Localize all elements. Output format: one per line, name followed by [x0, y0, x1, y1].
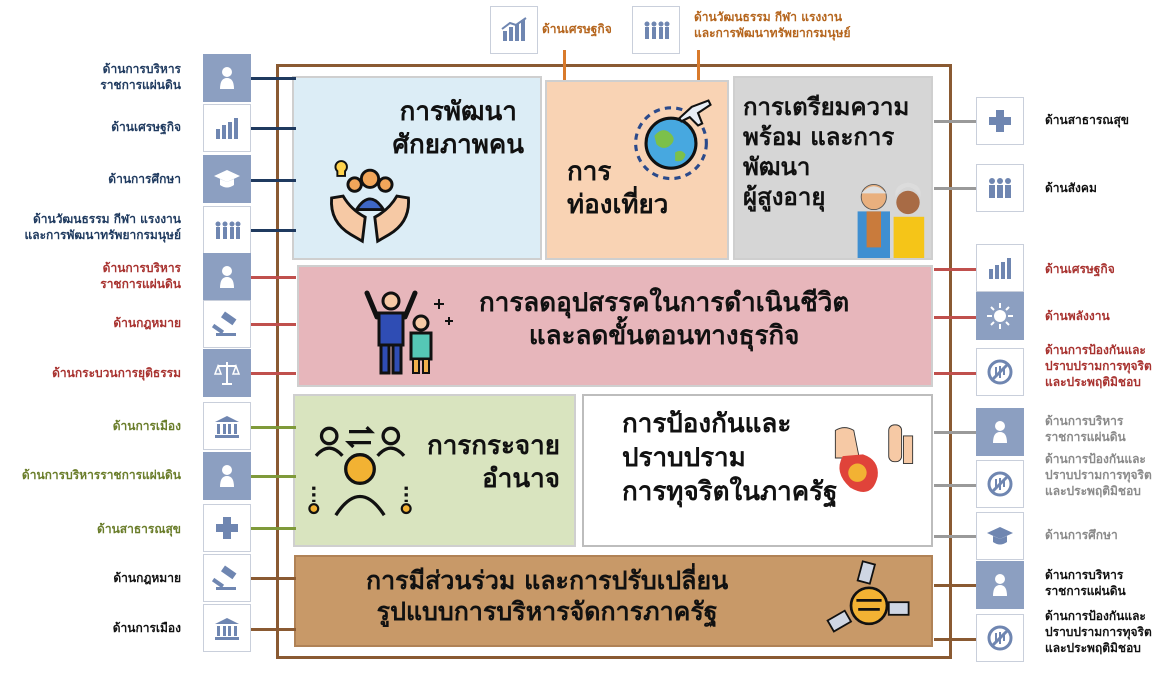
gavel-icon	[203, 554, 251, 602]
connector-right-10	[934, 638, 976, 641]
person-icon	[976, 561, 1024, 609]
left-label-4: ด้านวัฒนธรรม กีฬา แรงงาน และการพัฒนาทรัพ…	[24, 212, 181, 242]
connector-left-1	[251, 77, 296, 80]
society-people-icon	[976, 164, 1024, 212]
right-label-9: ด้านการบริหาร ราชการแผ่นดิน	[1045, 568, 1126, 598]
anti-corruption-icon	[976, 460, 1024, 508]
connector-top-culture	[697, 50, 700, 82]
right-label-6: ด้านการบริหาร ราชการแผ่นดิน	[1045, 414, 1126, 444]
panel-tourism-title: การ ท่องเที่ยว	[567, 157, 669, 220]
left-label-12: ด้านการเมือง	[112, 621, 181, 635]
panel-participation: การมีส่วนร่วม และการปรับเปลี่ยน รูปแบบกา…	[294, 555, 933, 647]
panel-decentralization-title: การกระจาย อำนาจ	[426, 431, 560, 494]
panel-elderly-title: การเตรียมความ พร้อม และการ พัฒนา ผู้สูงอ…	[743, 93, 910, 211]
graduation-cap-icon	[203, 155, 251, 203]
connector-left-12	[251, 628, 296, 631]
anti-corruption-icon	[976, 614, 1024, 662]
connector-left-2	[251, 127, 296, 130]
globe-plane-icon	[634, 99, 712, 181]
left-label-1: ด้านการบริหาร ราชการแผ่นดิน	[100, 62, 181, 92]
outer-frame	[276, 64, 952, 659]
panel-participation-title: การมีส่วนร่วม และการปรับเปลี่ยน รูปแบบกา…	[366, 566, 729, 627]
connector-right-7	[934, 484, 976, 487]
top-label-culture: ด้านวัฒนธรรม กีฬา แรงงาน และการพัฒนาทรัพ…	[694, 10, 851, 40]
power-distribution-icon	[308, 426, 412, 517]
connector-right-1	[934, 120, 976, 123]
elderly-couple-icon	[857, 182, 925, 258]
connector-left-11	[251, 577, 296, 580]
person-icon	[203, 253, 251, 301]
hands-team-icon	[330, 160, 410, 244]
economy-chart-icon	[203, 104, 251, 152]
connector-right-2	[934, 187, 976, 190]
government-building-icon	[203, 402, 251, 450]
connector-right-5	[934, 372, 976, 375]
left-label-5: ด้านการบริหาร ราชการแผ่นดิน	[100, 261, 181, 291]
left-label-7: ด้านกระบวนการยุติธรรม	[52, 366, 181, 380]
left-label-3: ด้านการศึกษา	[108, 172, 181, 186]
connector-left-4	[251, 229, 296, 232]
connector-left-6	[251, 323, 296, 326]
connector-right-4	[934, 316, 976, 319]
panel-reduce-obstacles-title: การลดอุปสรรคในการดำเนินชีวิต และลดขั้นตอ…	[479, 288, 850, 351]
culture-people-icon	[203, 206, 251, 254]
right-label-7: ด้านการป้องกันและ ปราบปรามการทุจริต และป…	[1045, 452, 1152, 498]
left-label-8: ด้านการเมือง	[112, 419, 181, 433]
connector-top-economy	[563, 50, 566, 82]
right-label-3: ด้านเศรษฐกิจ	[1045, 262, 1115, 276]
health-cross-icon	[976, 97, 1024, 145]
panel-human-development-title: การพัฒนา ศักยภาพคน	[392, 97, 524, 160]
panel-human-development: การพัฒนา ศักยภาพคน	[292, 76, 542, 260]
right-label-1: ด้านสาธารณสุข	[1045, 113, 1129, 127]
gavel-icon	[203, 300, 251, 348]
right-label-10: ด้านการป้องกันและ ปราบปรามการทุจริต และป…	[1045, 609, 1152, 655]
left-label-2: ด้านเศรษฐกิจ	[111, 120, 181, 134]
connector-right-3	[934, 268, 976, 271]
connector-left-8	[251, 426, 296, 429]
economy-chart-icon	[490, 6, 538, 54]
left-label-6: ด้านกฎหมาย	[113, 316, 181, 330]
panel-tourism: การ ท่องเที่ยว	[545, 80, 729, 260]
connector-right-8	[934, 535, 976, 538]
connector-right-6	[934, 431, 976, 434]
connector-left-3	[251, 179, 296, 182]
person-icon	[203, 452, 251, 500]
culture-people-icon	[632, 6, 680, 54]
right-label-4: ด้านพลังงาน	[1045, 309, 1110, 323]
right-label-5: ด้านการป้องกันและ ปราบปรามการทุจริต และป…	[1045, 343, 1152, 389]
energy-sun-icon	[976, 292, 1024, 340]
panel-anti-corruption: การป้องกันและ ปราบปราม การทุจริตในภาครัฐ	[582, 394, 933, 547]
panel-anti-corruption-title: การป้องกันและ ปราบปราม การทุจริตในภาครัฐ	[622, 409, 838, 507]
right-label-2: ด้านสังคม	[1045, 181, 1097, 195]
person-icon	[976, 408, 1024, 456]
celebrating-people-icon	[364, 290, 453, 375]
anti-corruption-icon	[976, 348, 1024, 396]
panel-decentralization: การกระจาย อำนาจ	[293, 394, 576, 547]
justice-scale-icon	[203, 349, 251, 397]
person-icon	[203, 54, 251, 102]
refuse-bribe-icon	[834, 424, 914, 492]
right-label-8: ด้านการศึกษา	[1045, 528, 1118, 542]
left-label-11: ด้านกฎหมาย	[113, 571, 181, 585]
government-building-icon	[203, 604, 251, 652]
left-label-9: ด้านการบริหารราชการแผ่นดิน	[21, 468, 181, 482]
connector-left-10	[251, 527, 296, 530]
connector-left-9	[251, 475, 296, 478]
panel-reduce-obstacles: การลดอุปสรรคในการดำเนินชีวิต และลดขั้นตอ…	[297, 265, 933, 387]
connector-left-7	[251, 372, 296, 375]
left-label-10: ด้านสาธารณสุข	[97, 522, 181, 536]
top-label-economy: ด้านเศรษฐกิจ	[542, 22, 612, 36]
health-cross-icon	[203, 504, 251, 552]
graduation-cap-icon	[976, 512, 1024, 560]
economy-chart-icon	[976, 244, 1024, 292]
panel-elderly: การเตรียมความ พร้อม และการ พัฒนา ผู้สูงอ…	[733, 76, 933, 260]
connector-left-5	[251, 276, 296, 279]
hands-together-icon	[826, 560, 910, 633]
connector-right-9	[934, 584, 976, 587]
